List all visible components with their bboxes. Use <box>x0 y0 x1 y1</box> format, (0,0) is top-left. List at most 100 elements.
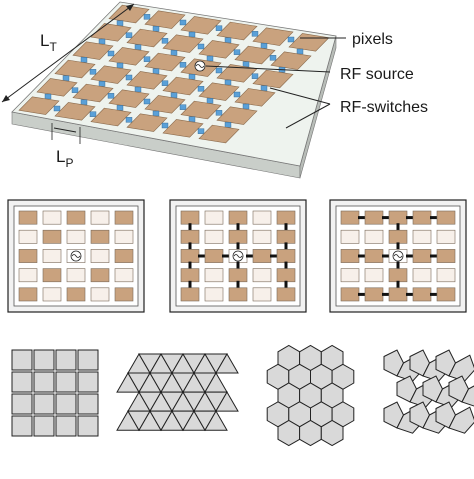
pixel-cell <box>340 249 360 263</box>
pixel-cell <box>204 249 224 263</box>
pixel <box>216 21 258 41</box>
rf-switch <box>116 20 124 26</box>
rf-switch <box>197 128 205 134</box>
square-tile <box>33 393 55 415</box>
rf-switch <box>44 93 52 100</box>
pixel-cell <box>436 229 456 244</box>
pixel <box>144 95 186 114</box>
square-tile <box>55 349 77 371</box>
switch-closed <box>382 254 390 258</box>
switch-closed <box>406 216 414 220</box>
rf-source-leader <box>205 65 331 73</box>
pixel <box>270 51 312 70</box>
lt-dimension-arrow <box>1 3 135 103</box>
switch-closed <box>358 292 366 296</box>
switch-closed <box>406 254 414 258</box>
square-tile <box>55 393 77 415</box>
rf-switch <box>224 37 232 43</box>
pixel <box>72 83 114 103</box>
pixel-cell <box>180 210 200 225</box>
pixel-cell <box>436 268 456 283</box>
triangle-tile <box>215 391 239 412</box>
pixel-cell <box>388 210 408 225</box>
rf-switch <box>269 55 277 61</box>
rf-switch <box>242 103 250 110</box>
config-panel-3 <box>329 199 467 313</box>
pixel-cell <box>436 249 456 263</box>
rf-switch <box>215 110 223 116</box>
pixel-cell <box>90 268 110 283</box>
rf-switches-leader-2 <box>285 103 331 129</box>
pixel-cell <box>180 268 200 283</box>
rf-switch <box>206 98 214 104</box>
rf-switch <box>80 57 88 63</box>
pixel-cell <box>340 210 360 225</box>
rf-switch <box>125 117 133 123</box>
pixel-cell <box>252 229 272 244</box>
pixel-cell <box>42 210 62 225</box>
switch-closed <box>188 223 192 232</box>
pixel-cell <box>412 287 432 302</box>
pixel-cell <box>276 268 296 283</box>
pixel-cell <box>90 229 110 244</box>
pixel-cell <box>412 249 432 263</box>
pixel-cell <box>388 287 408 302</box>
pixel-cell <box>42 287 62 302</box>
pixel-cell <box>436 287 456 302</box>
rf-switch <box>143 56 151 62</box>
switch-closed <box>358 216 366 220</box>
rf-switch <box>107 93 115 99</box>
pixel-cell <box>228 229 248 244</box>
rf-switch <box>215 25 223 31</box>
pixel <box>90 65 132 84</box>
pixel <box>162 76 204 96</box>
switch-closed <box>396 280 400 289</box>
pentagon-tile <box>461 385 474 407</box>
pixel-cell <box>114 287 134 302</box>
triangle-tiling <box>116 353 239 432</box>
pixel-cell <box>66 229 86 244</box>
rf-switch <box>152 110 160 117</box>
rf-switch <box>125 74 133 81</box>
pixel-cell <box>42 268 62 283</box>
pixel-cell <box>340 268 360 283</box>
pixel <box>198 40 240 59</box>
pixel <box>162 119 204 138</box>
square-tile <box>77 415 99 437</box>
switch-closed <box>236 261 240 270</box>
pixel <box>108 89 150 108</box>
switch-closed <box>358 254 366 258</box>
pixel <box>216 64 258 83</box>
switch-closed <box>284 242 288 251</box>
pixel-cell <box>114 229 134 244</box>
rf-switch <box>125 32 133 38</box>
pixel-cell <box>364 249 384 263</box>
rf-switch <box>251 73 259 79</box>
rf-switch <box>98 81 106 87</box>
pixel <box>252 69 294 89</box>
square-tile <box>55 371 77 393</box>
pixel-cell <box>364 229 384 244</box>
rf-source-wave <box>233 254 243 258</box>
pixel <box>126 28 168 48</box>
switch-closed <box>284 261 288 270</box>
pixel-cell <box>18 210 38 225</box>
pixel-cell <box>180 287 200 302</box>
switch-closed <box>396 223 400 232</box>
pixel <box>126 71 168 90</box>
pixel <box>90 107 132 127</box>
pixel-cell <box>18 249 38 263</box>
rf-switch <box>188 116 196 122</box>
pixel-cell <box>276 229 296 244</box>
rf-switch <box>116 105 124 111</box>
rf-switch <box>215 67 223 74</box>
square-tile <box>55 415 77 437</box>
pixel-cell <box>228 287 248 302</box>
pixel-cell <box>204 268 224 283</box>
rf-switch <box>107 50 115 57</box>
rf-switch <box>233 91 241 98</box>
switch-closed <box>236 242 240 251</box>
pixel-cell <box>340 229 360 244</box>
rf-switch <box>161 80 169 86</box>
rf-switch <box>188 31 196 38</box>
